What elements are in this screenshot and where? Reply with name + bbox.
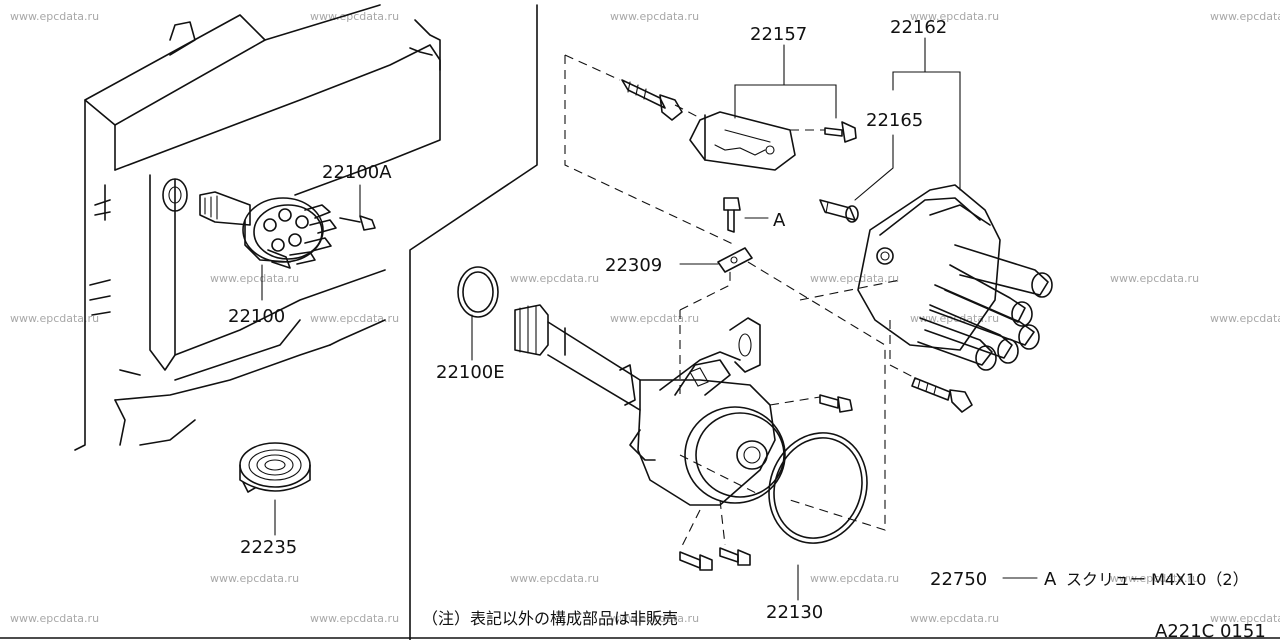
carbon-point-22165: [819, 199, 859, 223]
legend-part-number: 22750: [930, 569, 987, 590]
callout-22100A: 22100A: [322, 162, 392, 183]
watermarks: www.epcdata.ru www.epcdata.ru www.epcdat…: [10, 10, 1280, 625]
screw-housing-bottom-1: [679, 551, 713, 571]
watermark: www.epcdata.ru: [1210, 10, 1280, 23]
legend-description: スクリュー M4X10（2）: [1066, 570, 1249, 589]
distributor-housing: [514, 304, 786, 506]
watermark: www.epcdata.ru: [610, 612, 699, 625]
legend-line: 22750 A スクリュー M4X10（2）: [930, 569, 1249, 590]
watermark: www.epcdata.ru: [310, 612, 399, 625]
callout-22100E: 22100E: [436, 362, 505, 383]
distributor-cap-22162: [857, 184, 1053, 371]
watermark: www.epcdata.ru: [10, 612, 99, 625]
panel-dividers: [0, 4, 1280, 640]
callout-22130: 22130: [766, 602, 823, 623]
callout-labels: 22157 22162 22165 22100A 22100 22309 A 2…: [228, 17, 947, 623]
watermark: www.epcdata.ru: [10, 10, 99, 23]
screw-cap: [911, 377, 973, 413]
distributor-assembly-small: [199, 191, 376, 269]
bracket-22309: [717, 247, 753, 273]
sales-note: （注）表記以外の構成部品は非販売: [422, 609, 678, 628]
watermark: www.epcdata.ru: [310, 312, 399, 325]
watermark: www.epcdata.ru: [1210, 612, 1280, 625]
callout-22235: 22235: [240, 537, 297, 558]
screw-housing-bottom-2: [719, 547, 751, 566]
watermark: www.epcdata.ru: [1110, 272, 1199, 285]
callout-22162: 22162: [890, 17, 947, 38]
screw-rotor: [824, 121, 857, 143]
leaders-right: [471, 37, 1038, 601]
watermark: www.epcdata.ru: [210, 272, 299, 285]
callout-22309: 22309: [605, 255, 662, 276]
leaders-left: [261, 184, 361, 536]
engine-block-outline: [74, 4, 441, 451]
oring-22100E: [457, 266, 499, 318]
watermark: www.epcdata.ru: [10, 312, 99, 325]
watermark: www.epcdata.ru: [610, 312, 699, 325]
watermark: www.epcdata.ru: [910, 612, 999, 625]
watermark: www.epcdata.ru: [510, 272, 599, 285]
watermark: www.epcdata.ru: [210, 572, 299, 585]
oring-22130: [768, 432, 868, 544]
screw-housing-right: [819, 394, 853, 413]
watermark: www.epcdata.ru: [510, 572, 599, 585]
watermark: www.epcdata.ru: [1210, 312, 1280, 325]
assembly-dashed-lines: [564, 54, 916, 551]
legend-letter: A: [1044, 569, 1057, 590]
watermark: www.epcdata.ru: [910, 10, 999, 23]
watermark: www.epcdata.ru: [810, 572, 899, 585]
callout-22157: 22157: [750, 24, 807, 45]
screw-a: [723, 197, 741, 233]
rotor-22157: [689, 111, 796, 171]
drawing-id: A221C 0151: [1155, 621, 1266, 640]
watermark: www.epcdata.ru: [1110, 572, 1199, 585]
watermark: www.epcdata.ru: [810, 272, 899, 285]
screw-top-left: [621, 79, 683, 121]
callout-22165: 22165: [866, 110, 923, 131]
watermark: www.epcdata.ru: [610, 10, 699, 23]
seal-coil-22235: [239, 442, 311, 493]
callout-a: A: [773, 210, 786, 231]
callout-22100: 22100: [228, 306, 285, 327]
